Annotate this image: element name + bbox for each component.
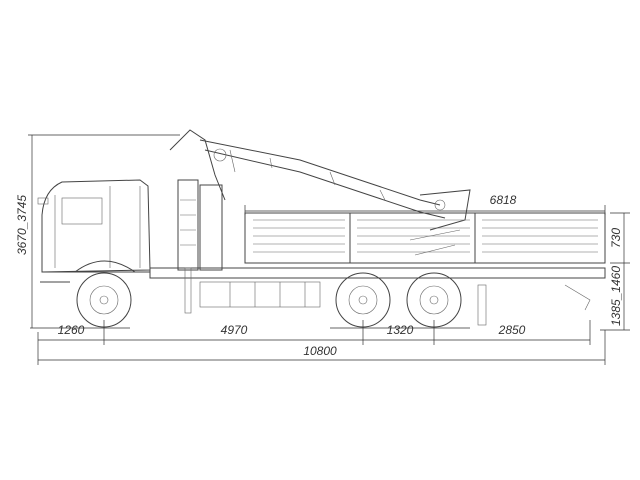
wheels bbox=[76, 272, 462, 328]
rear-wheel-1 bbox=[335, 272, 391, 328]
dim-overall-length: 10800 bbox=[303, 344, 337, 358]
dim-side-height: 730 bbox=[609, 228, 623, 248]
front-wheel bbox=[76, 272, 132, 328]
dim-platform-height: 1385_1460 bbox=[609, 266, 623, 326]
cargo-body bbox=[244, 212, 606, 264]
dim-body-length: 6818 bbox=[490, 193, 517, 207]
dimension-lines bbox=[28, 134, 630, 365]
dim-overall-height: 3670_3745 bbox=[15, 195, 29, 255]
dim-rear-overhang: 2850 bbox=[498, 323, 526, 337]
crane bbox=[169, 129, 471, 271]
chassis bbox=[149, 267, 606, 326]
dim-wheelbase: 4970 bbox=[221, 323, 248, 337]
dim-bogie: 1320 bbox=[387, 323, 414, 337]
cab bbox=[37, 179, 151, 283]
rear-wheel-2 bbox=[406, 272, 462, 328]
dim-front-overhang: 1260 bbox=[58, 323, 85, 337]
